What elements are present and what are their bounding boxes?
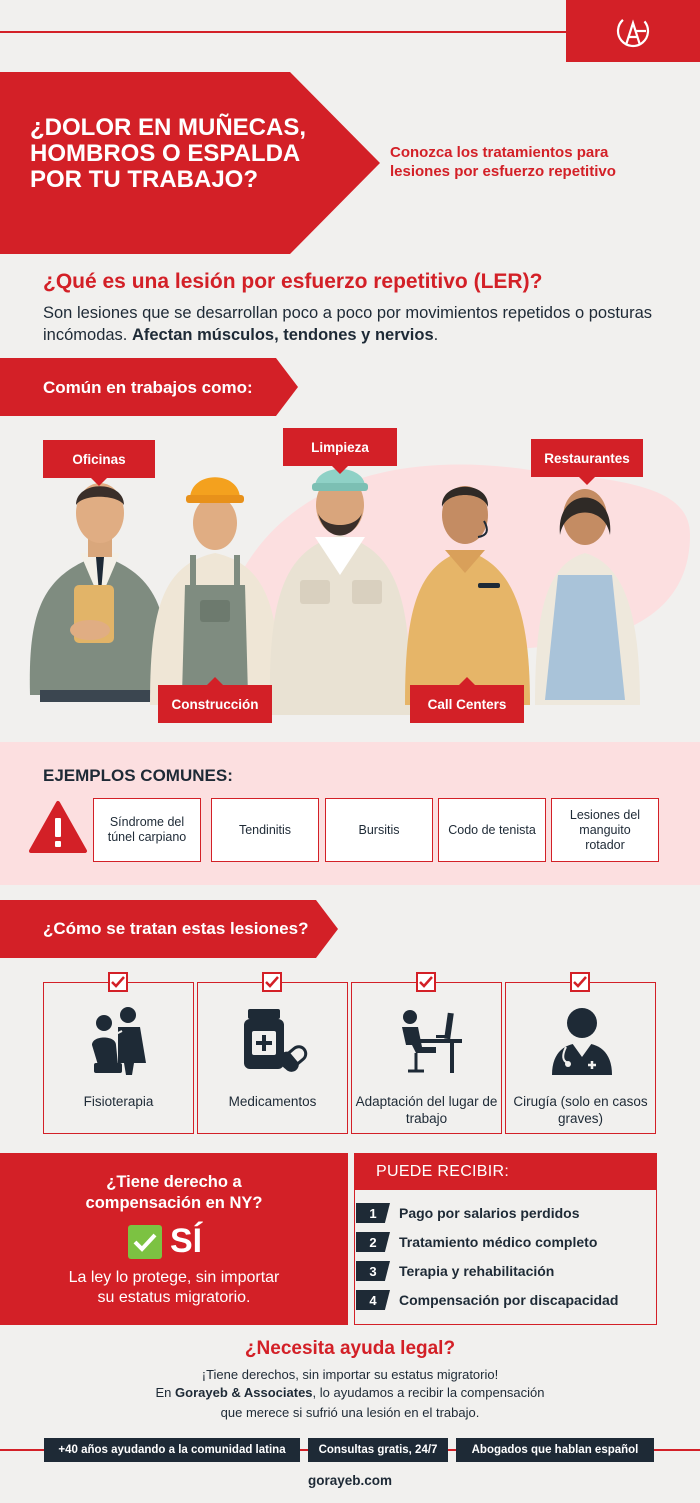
construction-worker — [150, 477, 280, 705]
treatment-label: Cirugía (solo en casos graves) — [513, 1094, 648, 1126]
check-icon — [128, 1224, 162, 1259]
compensation-law-line: La ley lo protege, sin importar — [68, 1269, 280, 1286]
receive-heading: PUEDE RECIBIR: — [354, 1153, 657, 1190]
doctor-icon — [546, 1005, 618, 1077]
tag-restaurantes: Restaurantes — [531, 439, 643, 485]
receive-item: 1 Pago por salarios perdidos — [356, 1203, 580, 1223]
treatment-card-workstation: Adaptación del lugar de trabajo — [351, 972, 502, 1134]
hero-subtitle: Conozca los tratamientos para lesiones p… — [390, 143, 670, 181]
help-line-post: , lo ayudamos a recibir la compensación — [312, 1385, 545, 1400]
hero-banner — [0, 72, 380, 254]
receive-text: Terapia y rehabilitación — [399, 1263, 555, 1279]
compensation-law: La ley lo protege, sin importar su estat… — [0, 1268, 348, 1308]
jobs-banner-text: Común en trabajos como: — [43, 378, 253, 397]
workers-art — [29, 464, 690, 715]
hero-subtitle-line: Conozca los tratamientos para — [390, 144, 609, 161]
checkbox-icon — [570, 972, 590, 992]
answer-text: SÍ — [170, 1222, 203, 1260]
hero-subtitle-line: lesiones por esfuerzo repetitivo — [390, 163, 616, 180]
examples-title: EJEMPLOS COMUNES: — [43, 766, 233, 785]
tag-call-centers: Call Centers — [410, 677, 524, 723]
definition-text-end: . — [433, 326, 439, 344]
receive-item: 2 Tratamiento médico completo — [356, 1232, 597, 1252]
hero-title-line: HOMBROS O ESPALDA — [30, 140, 301, 167]
tag-limpieza: Limpieza — [283, 428, 397, 474]
compensation-question: ¿Tiene derecho a compensación en NY? — [0, 1172, 348, 1214]
warning-icon — [28, 800, 88, 854]
help-line-rights: ¡Tiene derechos, sin importar su estatus… — [201, 1367, 499, 1382]
compensation-question-line: ¿Tiene derecho a — [106, 1173, 242, 1191]
help-line-injury: que merece si sufrió una lesión en el tr… — [220, 1405, 480, 1420]
definition-text-plain: Son lesiones que se desarrollan poco a p… — [43, 304, 653, 344]
hero-title-line: POR TU TRABAJO? — [30, 166, 258, 193]
help-line-firm: En Gorayeb & Associates, lo ayudamos a r… — [0, 1384, 700, 1402]
receive-number: 3 — [356, 1261, 390, 1281]
treatment-card-medicine: Medicamentos — [197, 972, 348, 1134]
treatments-banner — [0, 900, 338, 958]
cleaning-worker — [269, 469, 411, 715]
receive-text: Compensación por discapacidad — [399, 1292, 619, 1308]
logo-mark-icon — [616, 14, 650, 48]
help-line-pre: En — [155, 1385, 176, 1400]
hero-title: ¿DOLOR EN MUÑECAS, HOMBROS O ESPALDA POR… — [30, 115, 330, 193]
compensation-panel — [0, 1153, 348, 1325]
tag-construccion: Construcción — [158, 677, 272, 723]
restaurant-worker — [535, 489, 640, 705]
example-item: Bursitis — [325, 798, 433, 862]
checkbox-icon — [416, 972, 436, 992]
tag-oficinas: Oficinas — [43, 440, 155, 486]
compensation-question-line: compensación en NY? — [85, 1194, 263, 1212]
example-item: Codo de tenista — [438, 798, 546, 862]
brand-logo[interactable] — [566, 0, 700, 62]
firm-name: Gorayeb & Associates — [175, 1385, 313, 1400]
medicine-icon — [238, 1005, 310, 1077]
website-link[interactable]: gorayeb.com — [307, 1473, 393, 1488]
workers-illustration: Oficinas Construcción Limpieza Call Cent… — [0, 425, 700, 735]
treatment-label: Fisioterapia — [83, 1094, 154, 1109]
treatment-label: Adaptación del lugar de trabajo — [355, 1094, 498, 1126]
receive-number: 1 — [356, 1203, 390, 1223]
treatments-banner-text: ¿Cómo se tratan estas lesiones? — [43, 919, 309, 938]
receive-item: 4 Compensación por discapacidad — [356, 1290, 618, 1310]
receive-number: 4 — [356, 1290, 390, 1310]
definition-heading: ¿Qué es una lesión por esfuerzo repetiti… — [43, 270, 543, 293]
jobs-banner — [0, 358, 298, 416]
footer-pill: Abogados que hablan español — [456, 1438, 654, 1462]
callcenter-worker — [405, 486, 530, 705]
definition-text-bold: Afectan músculos, tendones y nervios — [131, 326, 434, 344]
top-divider — [0, 31, 566, 33]
receive-item: 3 Terapia y rehabilitación — [356, 1261, 554, 1281]
example-item: Tendinitis — [211, 798, 319, 862]
compensation-law-line: su estatus migratorio. — [97, 1289, 251, 1306]
footer-pill: Consultas gratis, 24/7 — [308, 1438, 448, 1462]
example-item: Síndrome del túnel carpiano — [93, 798, 201, 862]
footer-pill: +40 años ayudando a la comunidad latina — [44, 1438, 300, 1462]
help-title: ¿Necesita ayuda legal? — [244, 1338, 456, 1359]
treatment-card-physio: Fisioterapia — [43, 972, 194, 1134]
treatment-card-surgery: Cirugía (solo en casos graves) — [505, 972, 656, 1134]
workstation-icon — [392, 1005, 464, 1077]
receive-text: Pago por salarios perdidos — [399, 1205, 580, 1221]
definition-text: Son lesiones que se desarrollan poco a p… — [43, 302, 673, 346]
treatment-label: Medicamentos — [228, 1094, 317, 1109]
checkbox-icon — [108, 972, 128, 992]
physiotherapy-icon — [84, 1005, 156, 1077]
example-item: Lesiones del manguito rotador — [551, 798, 659, 862]
receive-text: Tratamiento médico completo — [399, 1234, 598, 1250]
office-worker — [29, 483, 169, 702]
receive-number: 2 — [356, 1232, 390, 1252]
compensation-answer: SÍ — [128, 1222, 202, 1261]
hero-title-line: ¿DOLOR EN MUÑECAS, — [30, 114, 306, 141]
checkbox-icon — [262, 972, 282, 992]
